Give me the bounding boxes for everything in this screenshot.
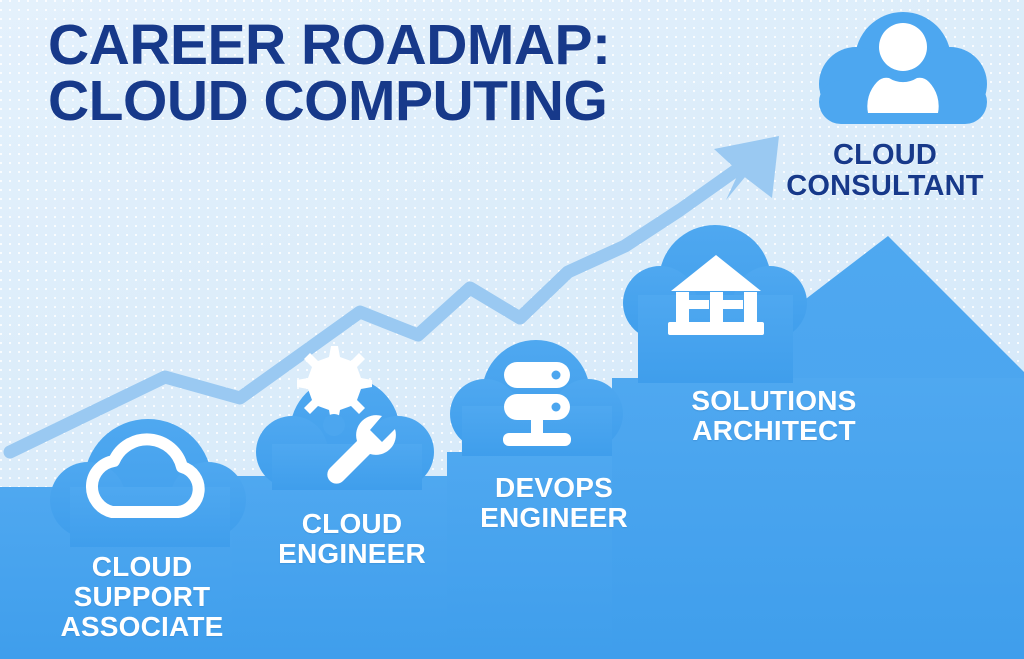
server-rack-icon xyxy=(503,362,571,446)
step-label-devops-engineer: DEVOPS ENGINEER xyxy=(480,472,628,533)
page-title: CAREER ROADMAP: CLOUD COMPUTING xyxy=(48,13,611,133)
gear-wrench-icon xyxy=(297,346,396,484)
step-label-cloud-engineer: CLOUD ENGINEER xyxy=(278,508,426,569)
cloud-outline-icon xyxy=(85,433,205,518)
step-label-cloud-consultant: CLOUD CONSULTANT xyxy=(786,139,984,203)
title-line-1: CAREER ROADMAP: xyxy=(48,13,611,77)
title-line-2: CLOUD COMPUTING xyxy=(48,68,608,133)
upward-trend-arrow-icon xyxy=(3,136,779,459)
bank-building-icon xyxy=(668,255,764,335)
step-label-solutions-architect: SOLUTIONS ARCHITECT xyxy=(691,385,857,446)
step-label-cloud-support-associate: CLOUD SUPPORT ASSOCIATE xyxy=(60,551,224,642)
person-avatar-icon xyxy=(867,23,939,113)
